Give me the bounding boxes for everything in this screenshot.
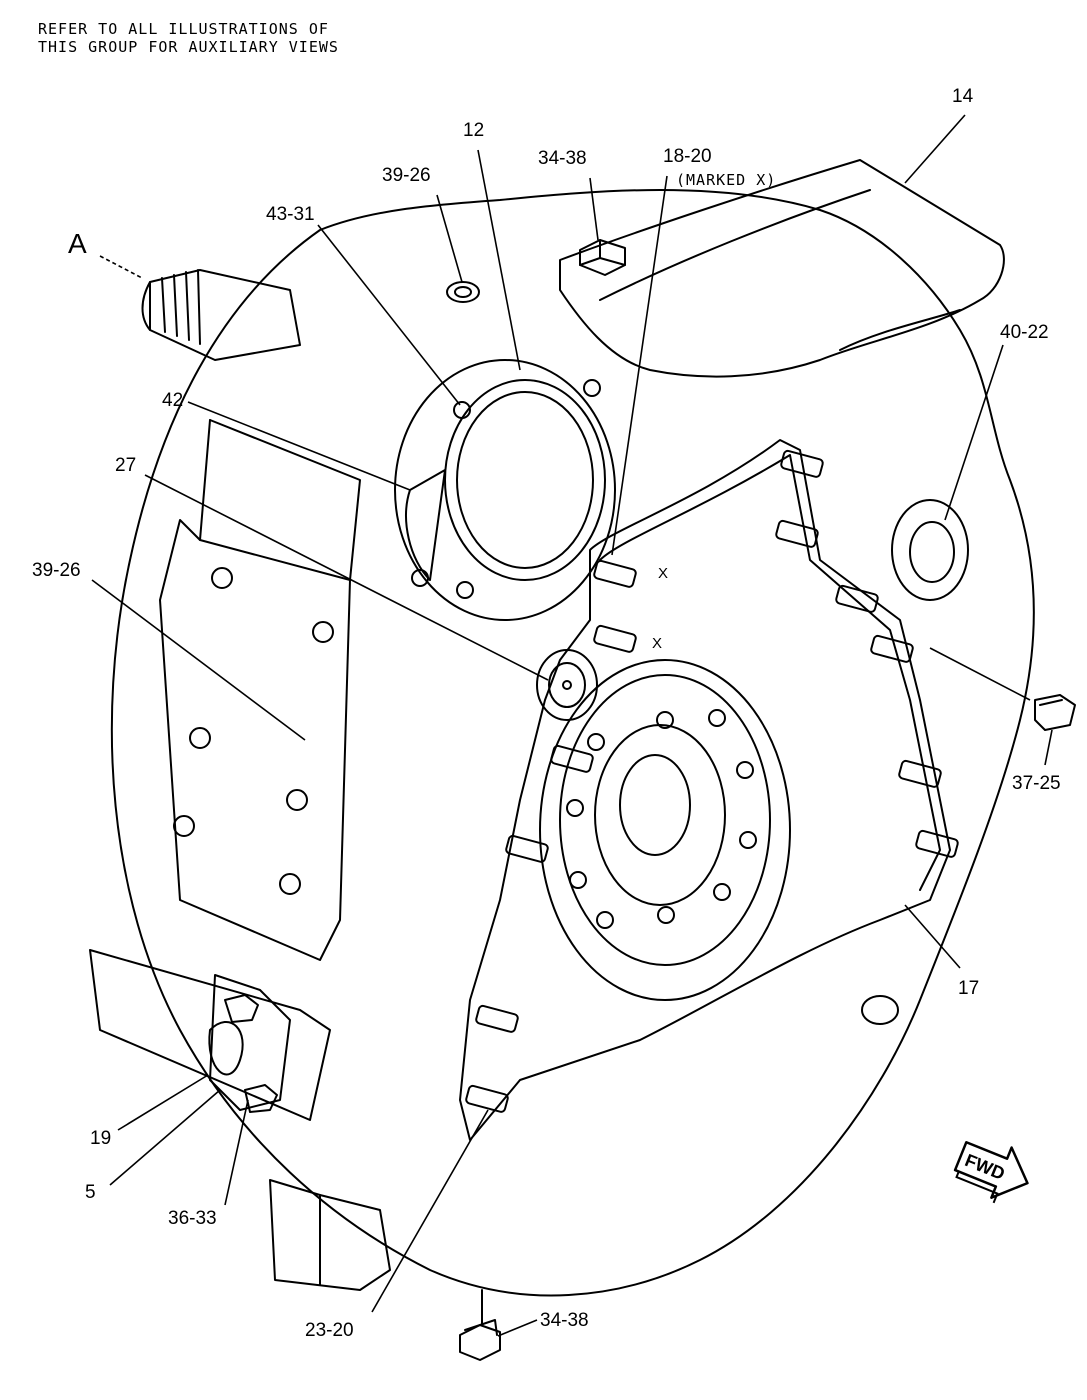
studs [465,449,959,1113]
stud-mark-x-1: X [658,565,668,582]
callout-23-20: 23-20 [305,1320,354,1341]
front-cover-outer [539,659,791,1001]
reference-note: REFER TO ALL ILLUSTRATIONS OF THIS GROUP… [38,20,339,56]
housing-outline [110,189,1035,1297]
reference-note-line-2: THIS GROUP FOR AUXILIARY VIEWS [38,38,339,56]
callout-27: 27 [115,455,137,476]
callout-17: 17 [958,978,980,999]
callout-14: 14 [952,86,974,107]
callout-39-26-left: 39-26 [32,560,81,581]
forward-arrow-icon: FWD [953,1140,1029,1204]
callout-12: 12 [463,120,485,141]
mount-plate [159,519,351,961]
callout-39-26-top: 39-26 [382,165,431,186]
callout-43-31: 43-31 [266,204,315,225]
cover-ring-inner [444,379,606,581]
callout-19: 19 [90,1128,112,1149]
callout-40-22: 40-22 [1000,322,1049,343]
callout-37-25: 37-25 [1012,773,1061,794]
reference-note-line-1: REFER TO ALL ILLUSTRATIONS OF [38,20,329,38]
callout-18-20-note: (MARKED X) [676,171,777,189]
stud-mark-x-2: X [652,635,662,652]
callout-5: 5 [85,1182,96,1203]
view-marker-a: A [68,228,87,259]
callout-34-38-top: 34-38 [538,148,587,169]
callout-34-38-bottom: 34-38 [540,1310,589,1331]
cover-ring-outer [394,359,616,621]
callout-36-33: 36-33 [168,1208,217,1229]
gasket [459,439,951,1141]
callout-18-20: 18-20 [663,146,712,167]
callout-42: 42 [162,390,184,411]
input-shaft [149,269,301,361]
leader-lines [91,114,1053,1337]
lower-bracket [89,949,331,1121]
top-arm [559,159,1005,378]
